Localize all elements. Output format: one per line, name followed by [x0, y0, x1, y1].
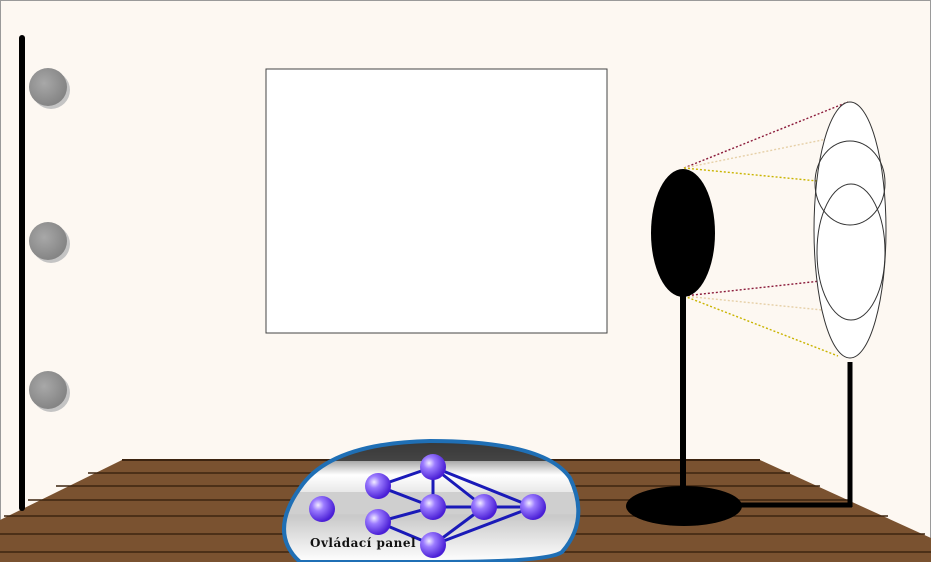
- wall-lamp-3[interactable]: [29, 371, 70, 412]
- wall-lamp-2[interactable]: [29, 222, 70, 263]
- stand-lamp[interactable]: [626, 169, 852, 526]
- projection-screen[interactable]: [265, 68, 608, 334]
- reflector[interactable]: [813, 101, 887, 507]
- network-nodes: [309, 454, 546, 558]
- wall-lamp-1[interactable]: [29, 68, 70, 109]
